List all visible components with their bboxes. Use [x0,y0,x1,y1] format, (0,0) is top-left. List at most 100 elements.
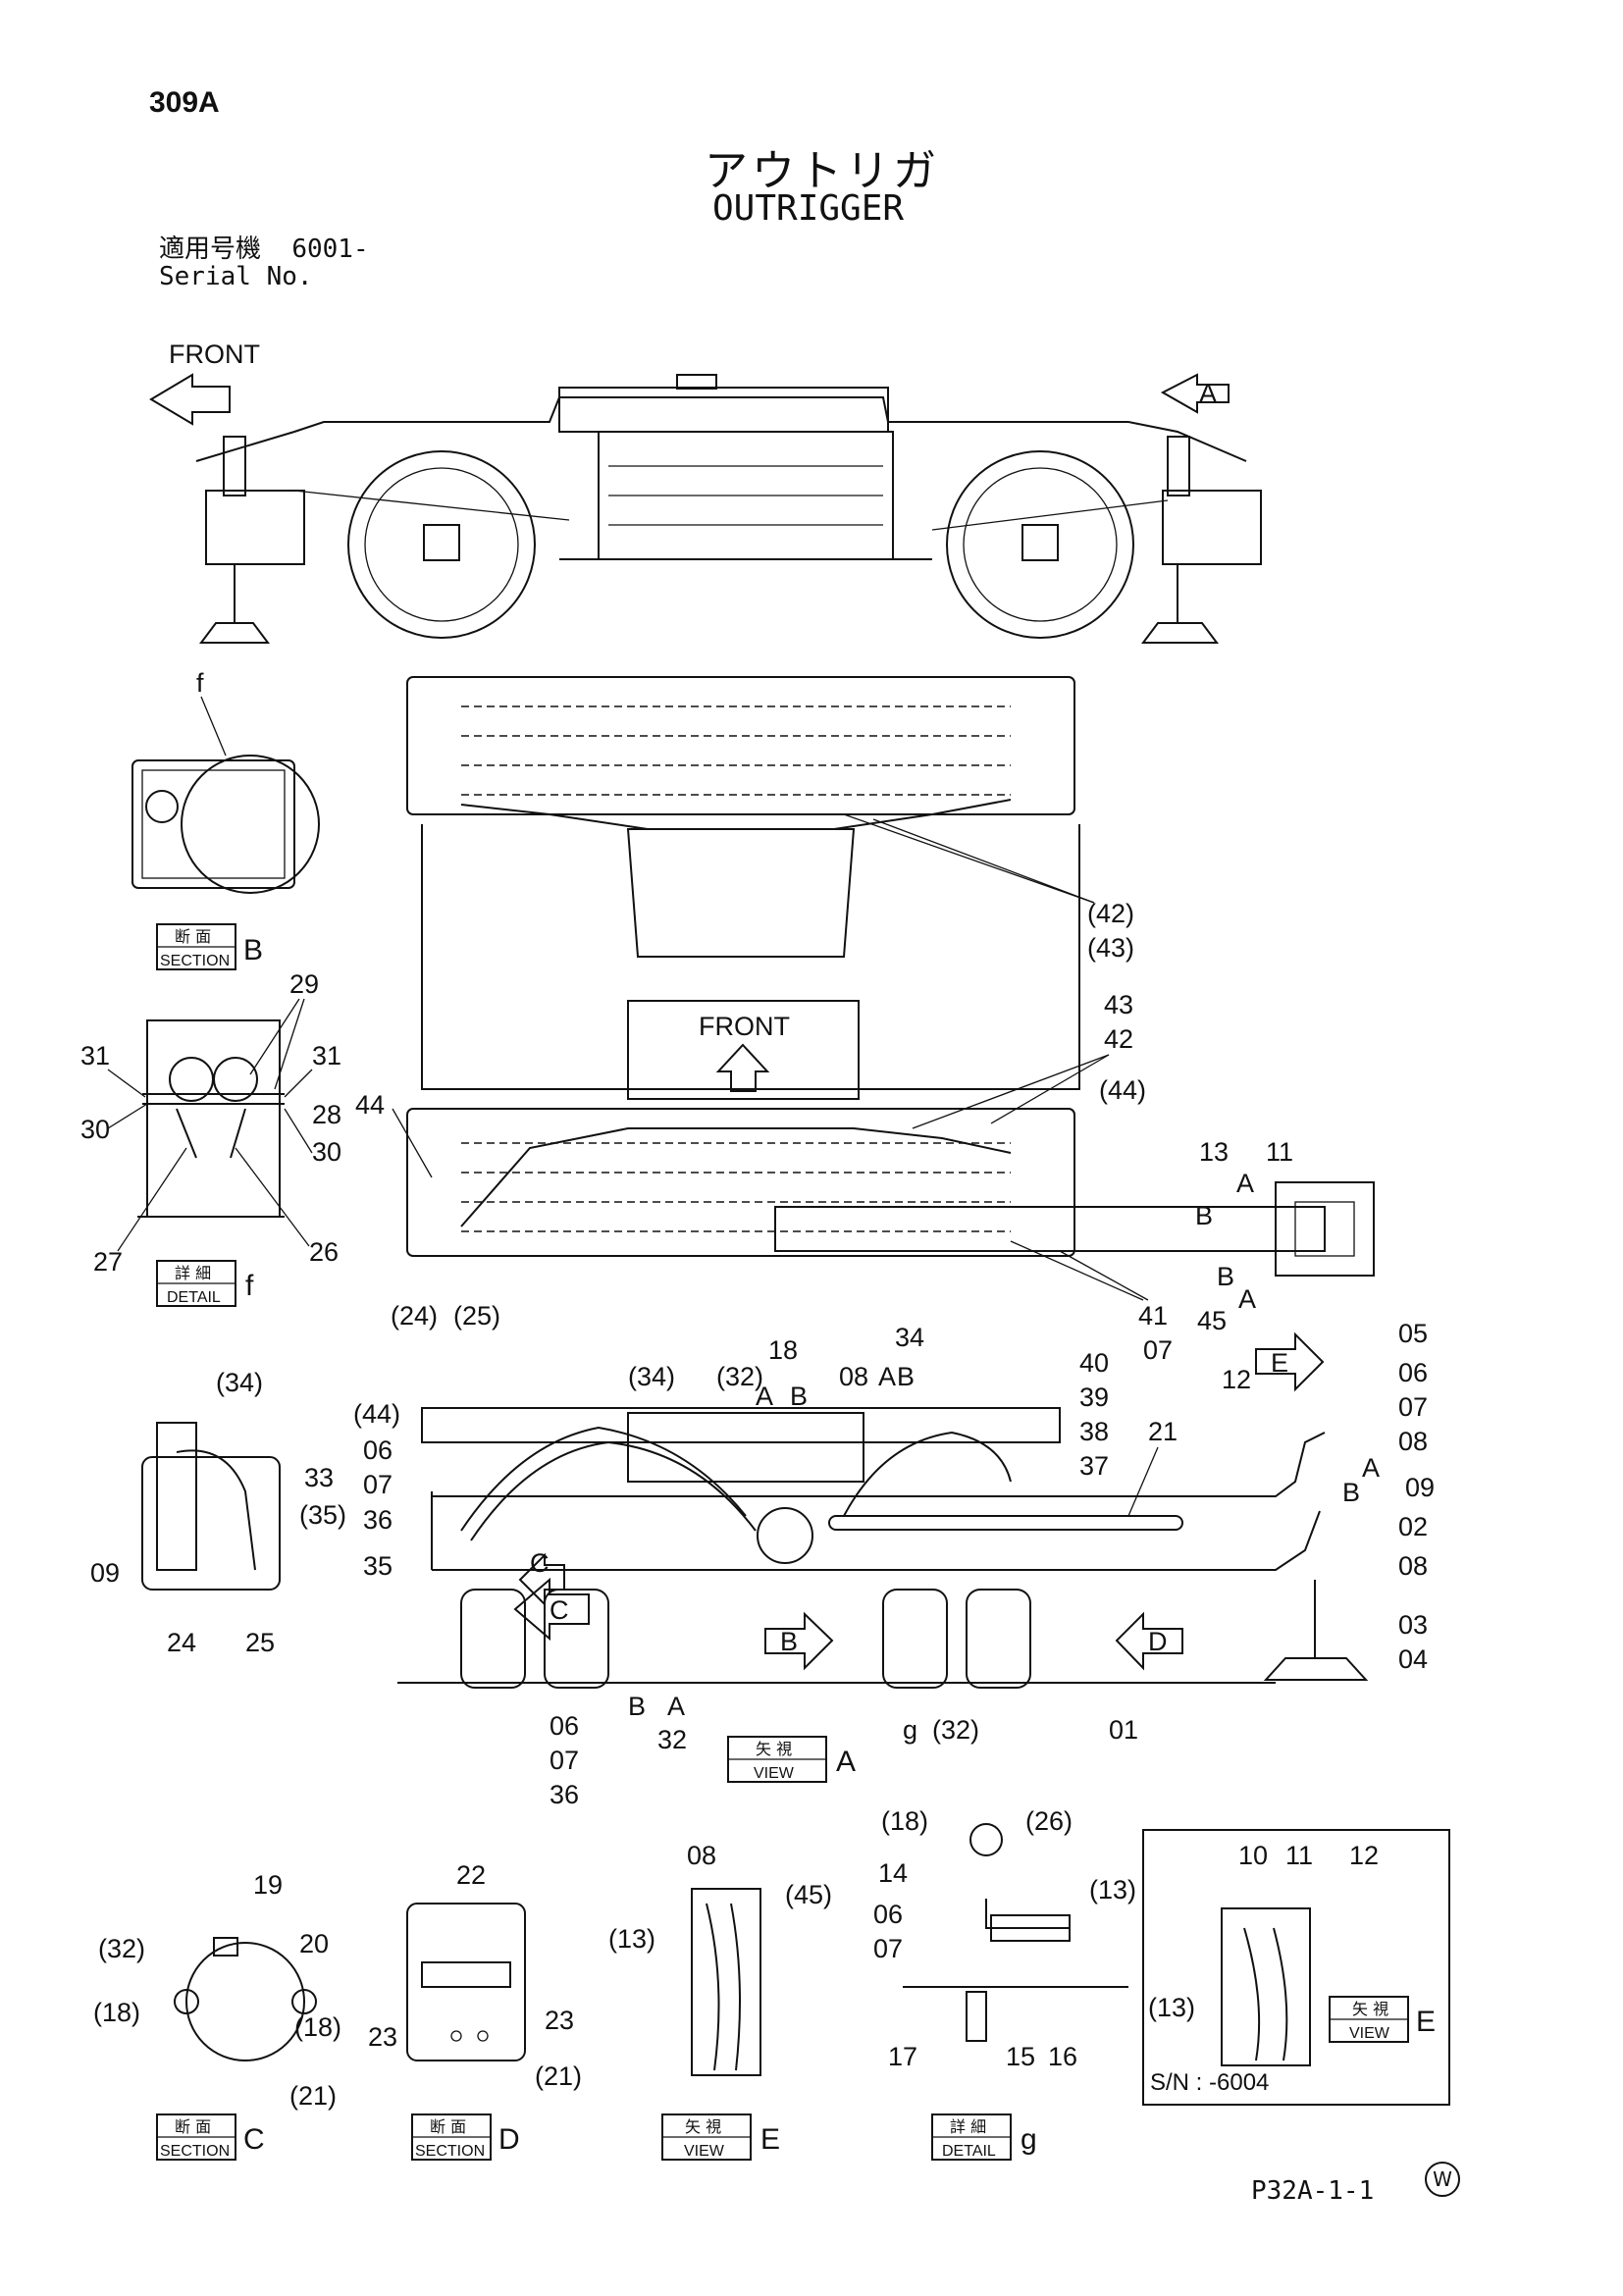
title-english: OUTRIGGER [712,188,905,229]
view-a-drawing: C C B D E (44) (34) (32) 18 A B 08 34 A … [353,1319,1435,1809]
part-callout-label: 44 [355,1090,385,1120]
detail-g-drawing: (18) (26) 14 (13) 06 07 17 15 16 [873,1806,1136,2071]
part-callout-label: A [756,1382,773,1411]
part-callout-label: (26) [1025,1806,1073,1836]
part-callout-label: 36 [363,1505,393,1535]
part-callout-label: A [836,1746,856,1778]
serial-label-jp: 適用号機 [159,235,262,264]
part-callout-label: 30 [80,1115,110,1144]
part-callout-label: 41 [1138,1301,1168,1331]
part-callout-label: 16 [1048,2042,1077,2071]
front-box [627,1000,860,1100]
part-callout-label: 断 面 [175,927,211,946]
part-callout-label: 06 [363,1435,393,1465]
left-outrigger-box [205,490,305,565]
part-callout-label: (18) [881,1806,928,1836]
upper-beam [406,676,1075,815]
view-e1-drawing: 08 (45) (13) [608,1841,832,2076]
part-callout-label: 39 [1079,1383,1109,1412]
front-wheel [946,450,1134,639]
front-arrow-icon [149,373,231,426]
hydraulic-pipe [828,1515,1183,1531]
lower-beam [406,1108,1075,1257]
part-callout-label: B [790,1382,808,1411]
view-a-arrow-e-icon [1255,1331,1325,1392]
part-callout-label: 23 [368,2022,397,2052]
part-callout-label: 14 [878,1858,908,1888]
part-callout-label: 08 [687,1841,716,1870]
part-callout-label: VIEW [754,1765,795,1782]
rear-wheel [347,450,536,639]
part-callout-label: B [628,1692,646,1721]
part-callout-label: 断 面 [430,2117,466,2136]
part-callout-label: 詳 細 [950,2117,986,2136]
part-callout-label: B [243,934,263,966]
part-callout-label: 15 [1006,2042,1035,2071]
outrigger-pad [1275,1181,1375,1277]
part-callout-label: B [1217,1262,1234,1291]
part-callout-label: 31 [80,1041,110,1070]
part-callout-label: B [1195,1201,1213,1230]
title-japanese: アウトリガ [705,146,940,196]
part-callout-label: 12 [1222,1365,1251,1394]
section-c-drawing: 19 20 (32) (18) (18) (21) [93,1870,341,2111]
watermark-badge: W [1425,2162,1460,2197]
plan-front-arrow-icon [715,1043,770,1092]
part-callout-label: (18) [294,2012,341,2042]
detail-f-drawing: 29 31 31 30 28 30 27 26 [80,969,341,1277]
part-callout-label: (32) [932,1715,979,1745]
part-callout-label: 01 [1109,1715,1138,1745]
part-callout-label: 45 [1197,1306,1227,1335]
part-callout-label: (43) [1087,933,1134,963]
part-callout-label: 20 [299,1929,329,1958]
part-callout-label: 08 [839,1362,868,1391]
part-callout-label: 42 [1104,1024,1133,1054]
part-callout-label: B [1342,1478,1360,1507]
part-callout-label: 23 [545,2006,574,2035]
serial-block: 適用号機 6001- Serial No. [159,235,369,290]
part-callout-label: 12 [1349,1841,1379,1870]
part-callout-label: 17 [888,2042,917,2071]
part-callout-label: C [243,2123,265,2156]
view-a-arrow-label: A [1199,379,1217,408]
top-plate [421,1407,1061,1443]
view-a-arrow-c-icon [513,1577,590,1642]
part-callout-label: D [1148,1627,1168,1656]
part-callout-label: 06 [1398,1358,1428,1387]
part-callout-label: VIEW [684,2143,725,2160]
part-callout-label: 07 [873,1934,903,1963]
part-callout-label: 35 [363,1551,393,1581]
part-callout-label: (44) [353,1399,400,1429]
part-callout-label: 10 [1238,1841,1268,1870]
part-callout-label: 矢 視 [685,2117,721,2136]
view-e1-tag: 矢 視 VIEW E [661,2113,780,2161]
part-callout-label: 03 [1398,1610,1428,1640]
view-a-arrow-c2-icon [518,1552,565,1607]
part-callout-label: 21 [1148,1417,1178,1446]
part-callout-label: A [1238,1284,1256,1314]
part-callout-label: 37 [1079,1451,1109,1481]
part-callout-label: 05 [1398,1319,1428,1348]
left-detail-drawing: (34) 33 (35) 09 24 25 [90,1368,346,1657]
part-callout-label: 28 [312,1100,341,1129]
detail-f-tag: 詳 細 DETAIL f [156,1260,254,1307]
detail-f-circle-drawing: f [131,668,320,894]
part-callout-label: (25) [453,1301,500,1331]
part-callout-label: 30 [312,1137,341,1167]
serial-value: 6001- [291,235,369,264]
part-callout-label: 02 [1398,1512,1428,1541]
part-callout-label: C [530,1548,550,1578]
side-view-drawing: FRONT A [149,339,1262,644]
part-callout-label: (34) [628,1362,675,1391]
part-callout-label: (44) [1099,1075,1146,1105]
part-callout-label: 07 [363,1470,393,1499]
page-code: 309A [149,86,220,119]
part-callout-label: 22 [456,1860,486,1890]
part-callout-label: 25 [245,1628,275,1657]
part-callout-label: DETAIL [942,2143,996,2160]
part-callout-label: 13 [1199,1137,1229,1167]
part-callout-label: A [1236,1169,1254,1198]
sheet-code: P32A-1-1 [1251,2176,1375,2206]
view-e2-serial: S/N : -6004 [1150,2069,1269,2096]
serial-label-en: Serial No. [159,262,313,291]
